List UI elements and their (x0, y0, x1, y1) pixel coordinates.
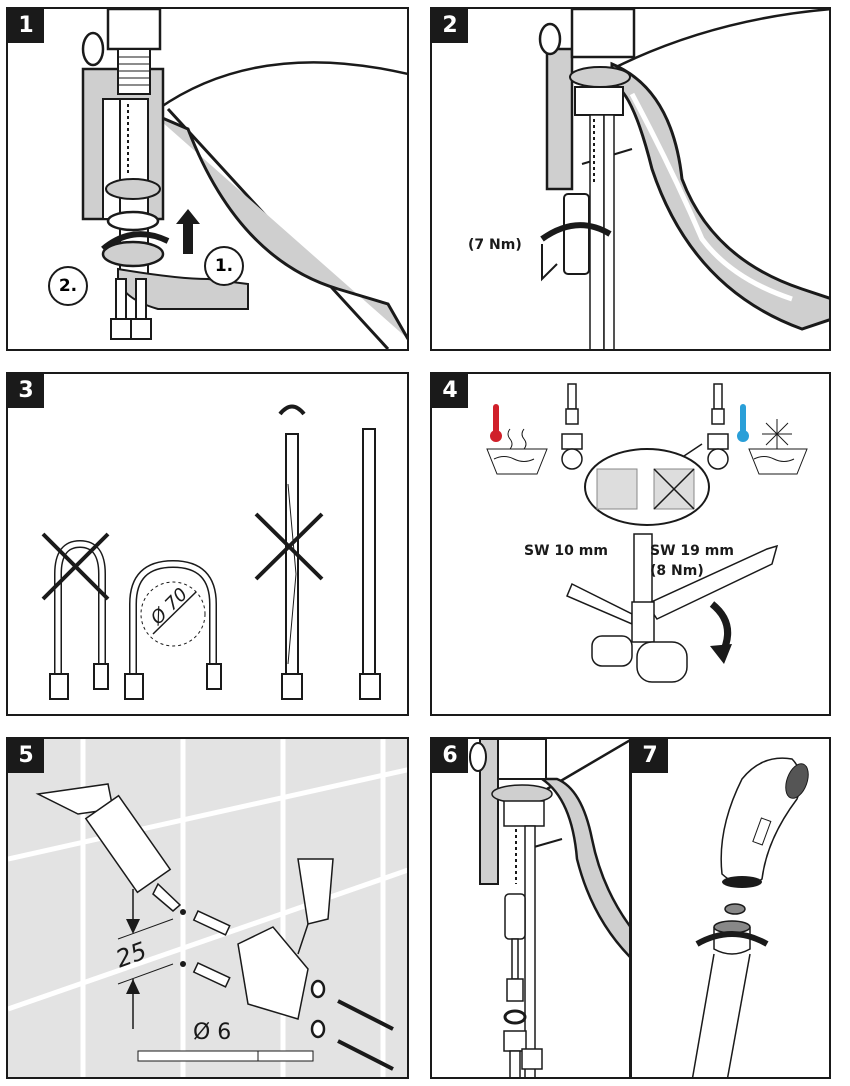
step-1-illustration (81, 9, 407, 349)
step-3-illustration (41, 404, 381, 700)
callout-step-2: 2. (48, 266, 88, 306)
step-7-illustration (691, 757, 809, 1077)
step-number-badge: 7 (632, 739, 668, 773)
step-2-panel: 2 (7 Nm) (430, 7, 831, 351)
step-number-badge: 2 (432, 9, 468, 43)
torque-label: (8 Nm) (650, 563, 704, 579)
step-3-panel: 3 Ø 70 (6, 372, 409, 716)
step-number-badge: 6 (432, 739, 468, 773)
step-6-panel: 6 (430, 737, 631, 1079)
step-number-badge: 5 (8, 739, 44, 773)
torque-label: (7 Nm) (468, 237, 522, 253)
wrench-size-10-label: SW 10 mm (524, 543, 608, 559)
step-4-panel: 4 (430, 372, 831, 716)
step-number-badge: 4 (432, 374, 468, 408)
step-2-illustration (538, 9, 829, 349)
step-number-badge: 1 (8, 9, 44, 43)
step-6-illustration (469, 739, 629, 1077)
drill-diameter-label: Ø 6 (193, 1020, 232, 1045)
step-5-panel: 5 25 Ø 6 (6, 737, 409, 1079)
step-7-panel: 7 (630, 737, 831, 1079)
wrench-size-19-label: SW 19 mm (650, 543, 734, 559)
step-4-illustration (486, 383, 808, 683)
step-number-badge: 3 (8, 374, 44, 408)
step-1-panel: 1 1. 2. (6, 7, 409, 351)
callout-step-1: 1. (204, 246, 244, 286)
cold-water-icon (737, 404, 808, 475)
step-5-illustration (8, 739, 407, 1077)
hot-water-icon (486, 404, 548, 475)
